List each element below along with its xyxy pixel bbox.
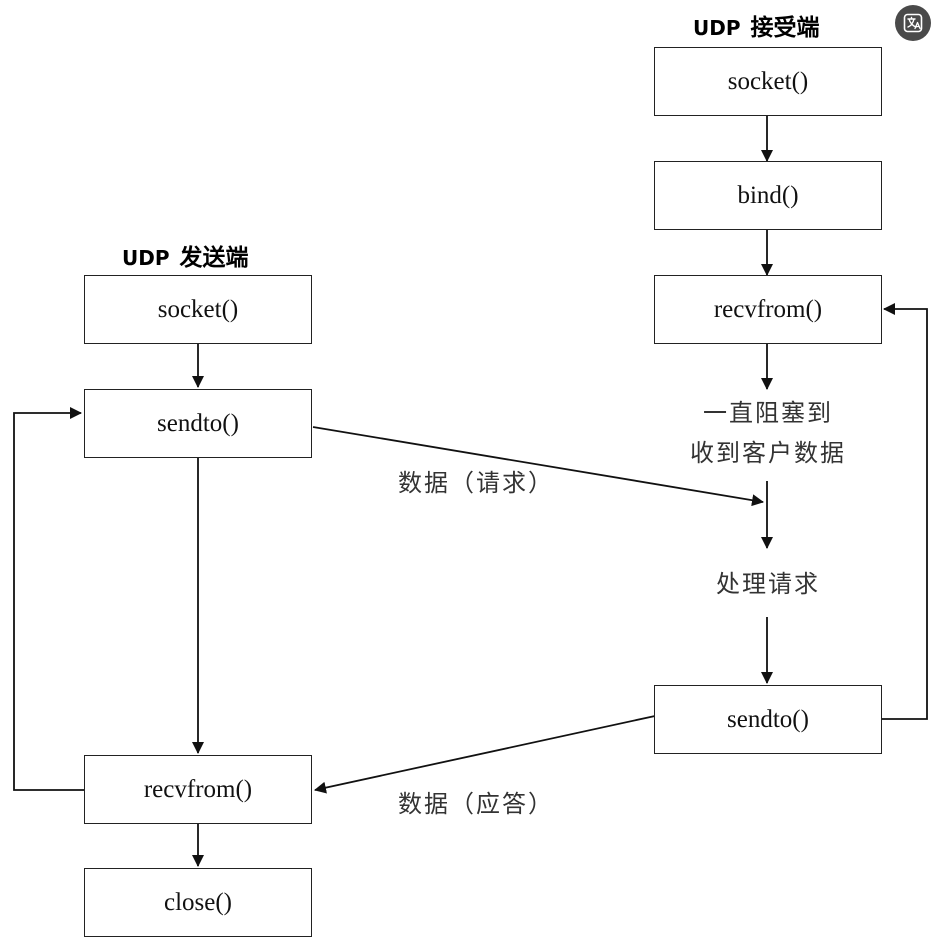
receiver-heading: UDP 接受端	[693, 8, 820, 42]
receiver-bind-box: bind()	[654, 161, 882, 230]
response-data-label: 数据（应答）	[398, 790, 554, 818]
receiver-block-line2: 收到客户数据	[690, 439, 846, 467]
request-data-label: 数据（请求）	[398, 469, 554, 497]
sender-heading-role: 发送端	[179, 245, 249, 271]
sender-recvfrom-box: recvfrom()	[84, 755, 312, 824]
sender-sendto-box: sendto()	[84, 389, 312, 458]
arrow-loop-recvfrom-to-sendto	[13, 407, 85, 791]
arrow-loop-sendto-to-recvfrom	[882, 303, 928, 720]
receiver-block-note: 一直阻塞到 收到客户数据	[654, 393, 882, 473]
receiver-heading-proto: UDP	[693, 16, 741, 40]
sender-close-box: close()	[84, 868, 312, 937]
translate-button[interactable]	[895, 5, 931, 41]
sender-socket-box: socket()	[84, 275, 312, 344]
receiver-block-line1: 一直阻塞到	[703, 399, 833, 427]
receiver-heading-role: 接受端	[750, 15, 820, 41]
arrow-data-response	[314, 715, 656, 794]
translate-icon	[903, 13, 923, 33]
sender-heading-proto: UDP	[122, 246, 170, 270]
receiver-sendto-box: sendto()	[654, 685, 882, 754]
sender-heading: UDP 发送端	[122, 238, 249, 272]
arrow-data-request	[312, 426, 764, 507]
receiver-recvfrom-box: recvfrom()	[654, 275, 882, 344]
receiver-process-note: 处理请求	[716, 570, 820, 598]
receiver-socket-box: socket()	[654, 47, 882, 116]
